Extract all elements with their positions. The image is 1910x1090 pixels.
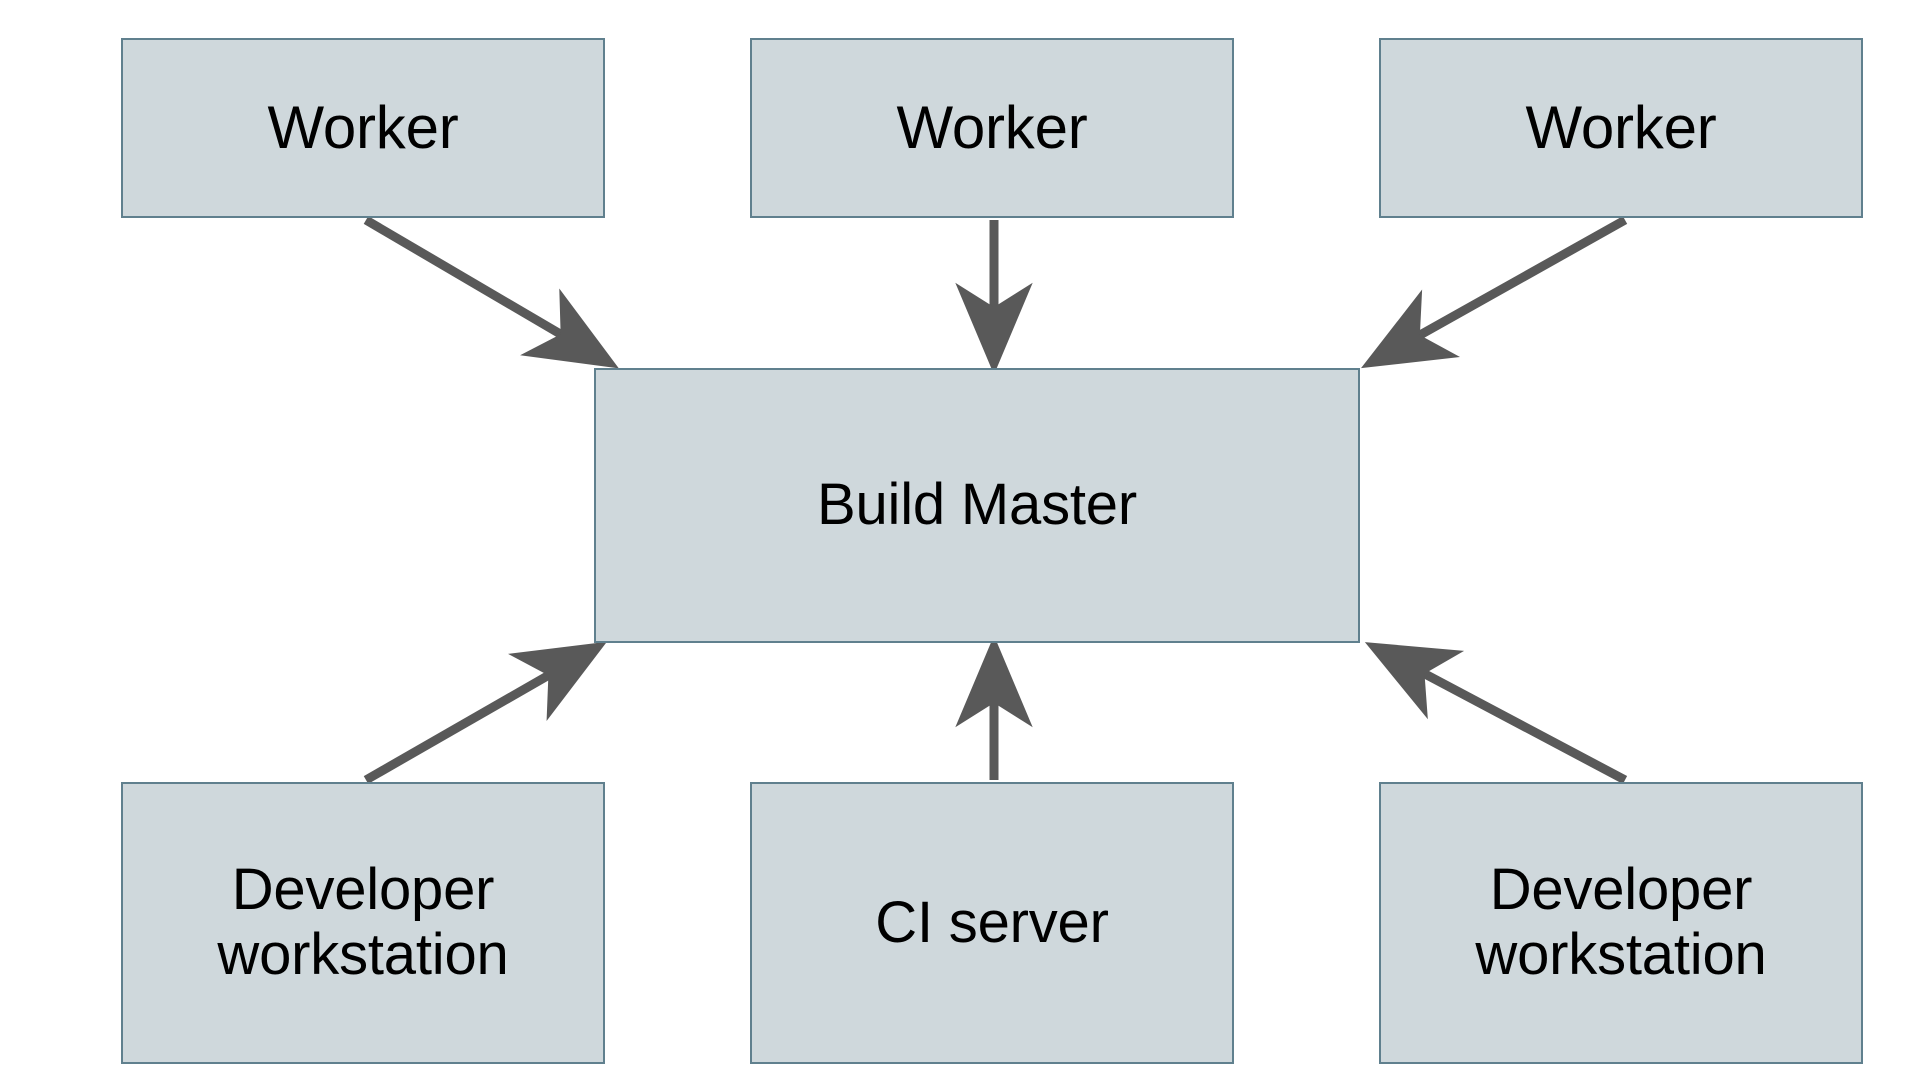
node-worker-1-label: Worker (267, 94, 459, 162)
node-worker-1[interactable]: Worker (121, 38, 605, 218)
node-ci-server[interactable]: CI server (750, 782, 1234, 1064)
node-build-master-label: Build Master (817, 472, 1137, 538)
node-worker-2-label: Worker (896, 94, 1088, 162)
node-developer-workstation-2-label: Developer workstation (1475, 857, 1767, 987)
edge-dev2-to-master (1364, 642, 1628, 784)
node-developer-workstation-2[interactable]: Developer workstation (1379, 782, 1863, 1064)
edge-worker3-to-master (1361, 216, 1628, 369)
node-developer-workstation-1-label: Developer workstation (217, 857, 509, 987)
node-developer-workstation-1[interactable]: Developer workstation (121, 782, 605, 1064)
node-build-master[interactable]: Build Master (594, 368, 1360, 643)
node-worker-2[interactable]: Worker (750, 38, 1234, 218)
node-worker-3[interactable]: Worker (1379, 38, 1863, 218)
edge-worker1-to-master (363, 216, 619, 369)
edge-dev1-to-master (363, 641, 607, 784)
node-ci-server-label: CI server (875, 889, 1109, 955)
node-worker-3-label: Worker (1525, 94, 1717, 162)
